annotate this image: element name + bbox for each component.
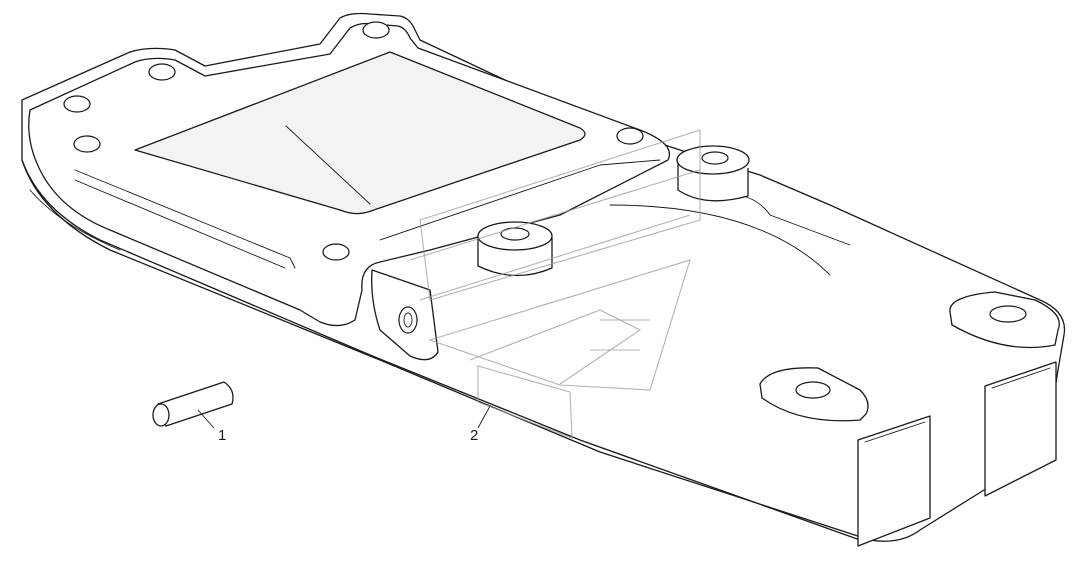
- side-lug: [371, 269, 439, 361]
- pin-part: [152, 381, 234, 429]
- bore-icon: [398, 306, 418, 334]
- callout-label-2: 2: [470, 427, 479, 444]
- housing-side-curve: [29, 189, 121, 251]
- cover-step-line-3: [379, 159, 661, 241]
- pad-lower: [759, 367, 869, 422]
- pin-body: [157, 381, 234, 427]
- pin-end: [152, 403, 170, 427]
- hole-icon: [616, 127, 644, 145]
- callout-2-leader: [477, 405, 491, 429]
- cover-panel-highlight: [285, 125, 371, 205]
- housing-part: [21, 12, 1066, 547]
- hole-icon: [73, 135, 101, 153]
- hole-icon: [362, 21, 390, 39]
- watermark-logo: [409, 129, 701, 439]
- cover-panel: [134, 51, 586, 215]
- hole-icon: [148, 63, 176, 81]
- boss-center: [477, 221, 553, 277]
- cover-step-line-2: [74, 179, 286, 269]
- callout-1-leader: [197, 409, 215, 429]
- cover-step-line: [74, 169, 296, 269]
- pad-right: [949, 291, 1060, 349]
- cover-mounting-holes: [63, 21, 644, 261]
- callout-label-1: 1: [218, 427, 227, 444]
- hole-icon: [322, 243, 350, 261]
- top-rib-curve: [609, 204, 831, 276]
- housing-lower-edge: [21, 159, 861, 541]
- foot-blocks: [857, 361, 1057, 547]
- hole-icon: [63, 95, 91, 113]
